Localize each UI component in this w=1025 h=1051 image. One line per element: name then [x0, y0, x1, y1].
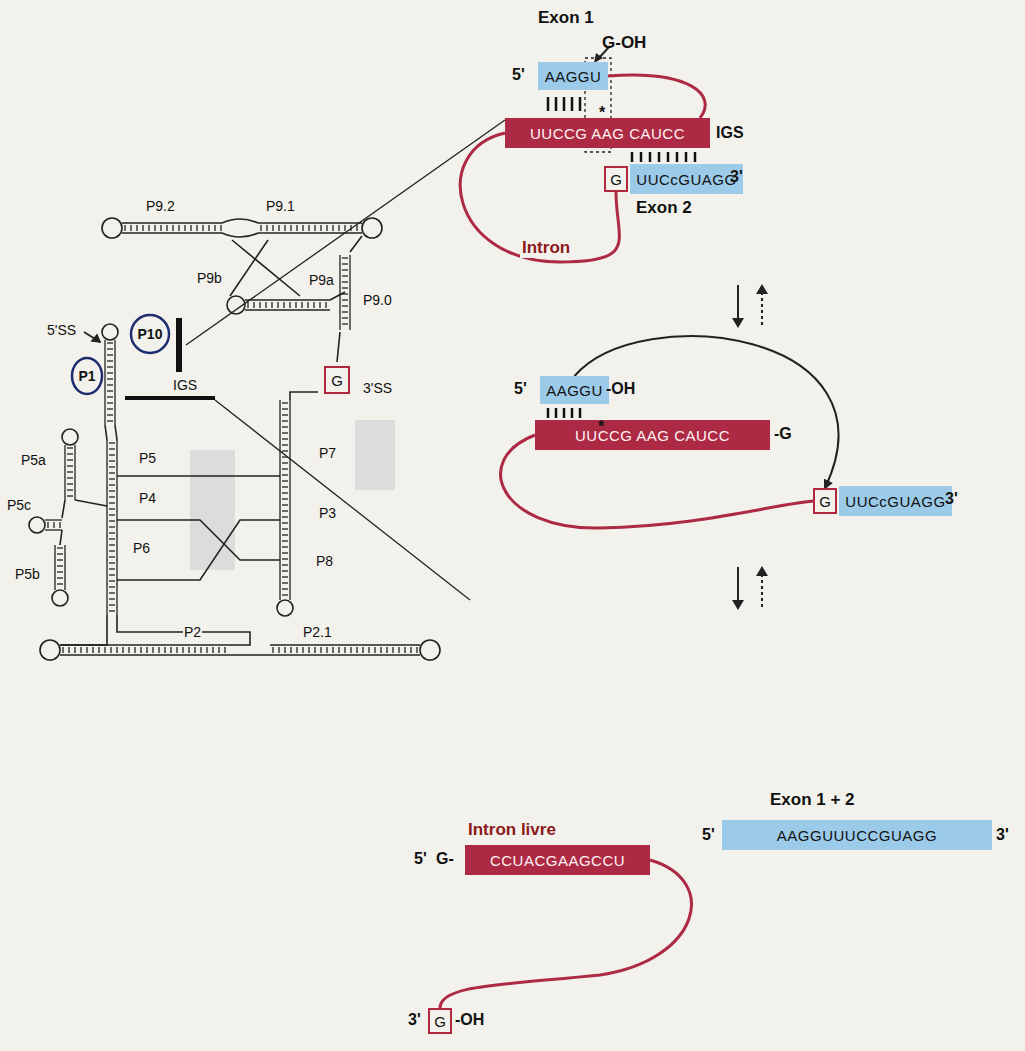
helix-label: P5b — [14, 566, 41, 582]
helix-label: P5 — [138, 450, 157, 466]
mechanism-label: 3' — [408, 1011, 421, 1029]
helix-label: P9a — [308, 272, 335, 288]
node-text: UUCCG AAG CAUCC — [530, 125, 685, 142]
node-text: AAGGUUUCCGUAGG — [777, 827, 937, 844]
helix-label: P2.1 — [302, 624, 333, 640]
helix-label: 5'SS — [46, 322, 77, 338]
node-text: AAGGU — [545, 68, 602, 85]
mechanism-label: * — [598, 418, 604, 436]
edge-label: Intron — [520, 238, 572, 258]
intron-sequence-bar: UUCCG AAG CAUCC — [505, 118, 710, 148]
helix-label: P8 — [315, 553, 334, 569]
mechanism-label: -OH — [606, 380, 635, 398]
exon-box: AAGGU — [538, 62, 608, 90]
mechanism-label: 3' — [730, 168, 743, 186]
node-text: UUCcGUAGG — [845, 493, 945, 510]
intron-sequence-bar: UUCCG AAG CAUCC — [535, 420, 770, 450]
exon-box: UUCcGUAGG — [630, 164, 743, 194]
mechanism-label: * — [599, 104, 605, 122]
helix-label: P9.1 — [265, 198, 296, 214]
guanosine-box: G — [604, 166, 628, 192]
mechanism-label: -OH — [455, 1011, 484, 1029]
mechanism-label: 3' — [996, 826, 1009, 844]
mechanism-label: Intron livre — [468, 820, 556, 840]
node-text: G — [434, 1013, 446, 1030]
exon-box: AAGGU — [540, 376, 609, 404]
helix-label: P9.0 — [362, 292, 393, 308]
helix-label: P3 — [318, 505, 337, 521]
helix-label: IGS — [172, 377, 198, 393]
mechanism-label: Exon 2 — [636, 198, 692, 218]
helix-label: P9b — [196, 270, 223, 286]
node-text: P10 — [138, 326, 163, 342]
helix-label: P6 — [132, 540, 151, 556]
mechanism-label: Exon 1 — [538, 8, 594, 28]
helix-label: P2 — [183, 624, 202, 640]
node-text: G — [610, 171, 622, 188]
node-text: P1 — [78, 368, 95, 384]
mechanism-label: -G — [774, 425, 792, 443]
helix-label: P5a — [20, 452, 47, 468]
mechanism-label: 5' — [514, 380, 527, 398]
exon-box: AAGGUUUCCGUAGG — [722, 820, 992, 850]
connector — [440, 860, 691, 1008]
connector — [575, 336, 839, 488]
mechanism-label: IGS — [716, 124, 744, 142]
helix-circle: P1 — [70, 356, 104, 396]
helix-label: P5c — [6, 497, 32, 513]
helix-label: P7 — [318, 445, 337, 461]
guanosine-box: G — [428, 1008, 452, 1034]
connector — [608, 75, 705, 118]
node-text: CCUACGAAGCCU — [490, 852, 625, 869]
mechanism-label: 5' — [702, 826, 715, 844]
guanosine-box: G — [324, 366, 350, 394]
node-text: AAGGU — [546, 382, 603, 399]
connector — [460, 133, 619, 262]
exon-box: UUCcGUAGG — [839, 486, 952, 516]
node-text: G — [331, 372, 343, 389]
mechanism-label: Exon 1 + 2 — [770, 790, 855, 810]
helix-label: 3'SS — [362, 380, 393, 396]
node-text: G — [819, 493, 831, 510]
helix-label: P4 — [138, 490, 157, 506]
intron-sequence-bar: CCUACGAAGCCU — [465, 845, 650, 875]
mechanism-label: G-OH — [602, 33, 646, 53]
helix-label: P9.2 — [145, 198, 176, 214]
node-text: UUCcGUAGG — [636, 171, 736, 188]
mechanism-label: G- — [436, 850, 454, 868]
guanosine-box: G — [813, 488, 837, 514]
mechanism-label: 5' — [512, 66, 525, 84]
mechanism-label: 5' — [414, 850, 427, 868]
mechanism-label: 3' — [945, 490, 958, 508]
helix-circle: P10 — [129, 313, 171, 355]
